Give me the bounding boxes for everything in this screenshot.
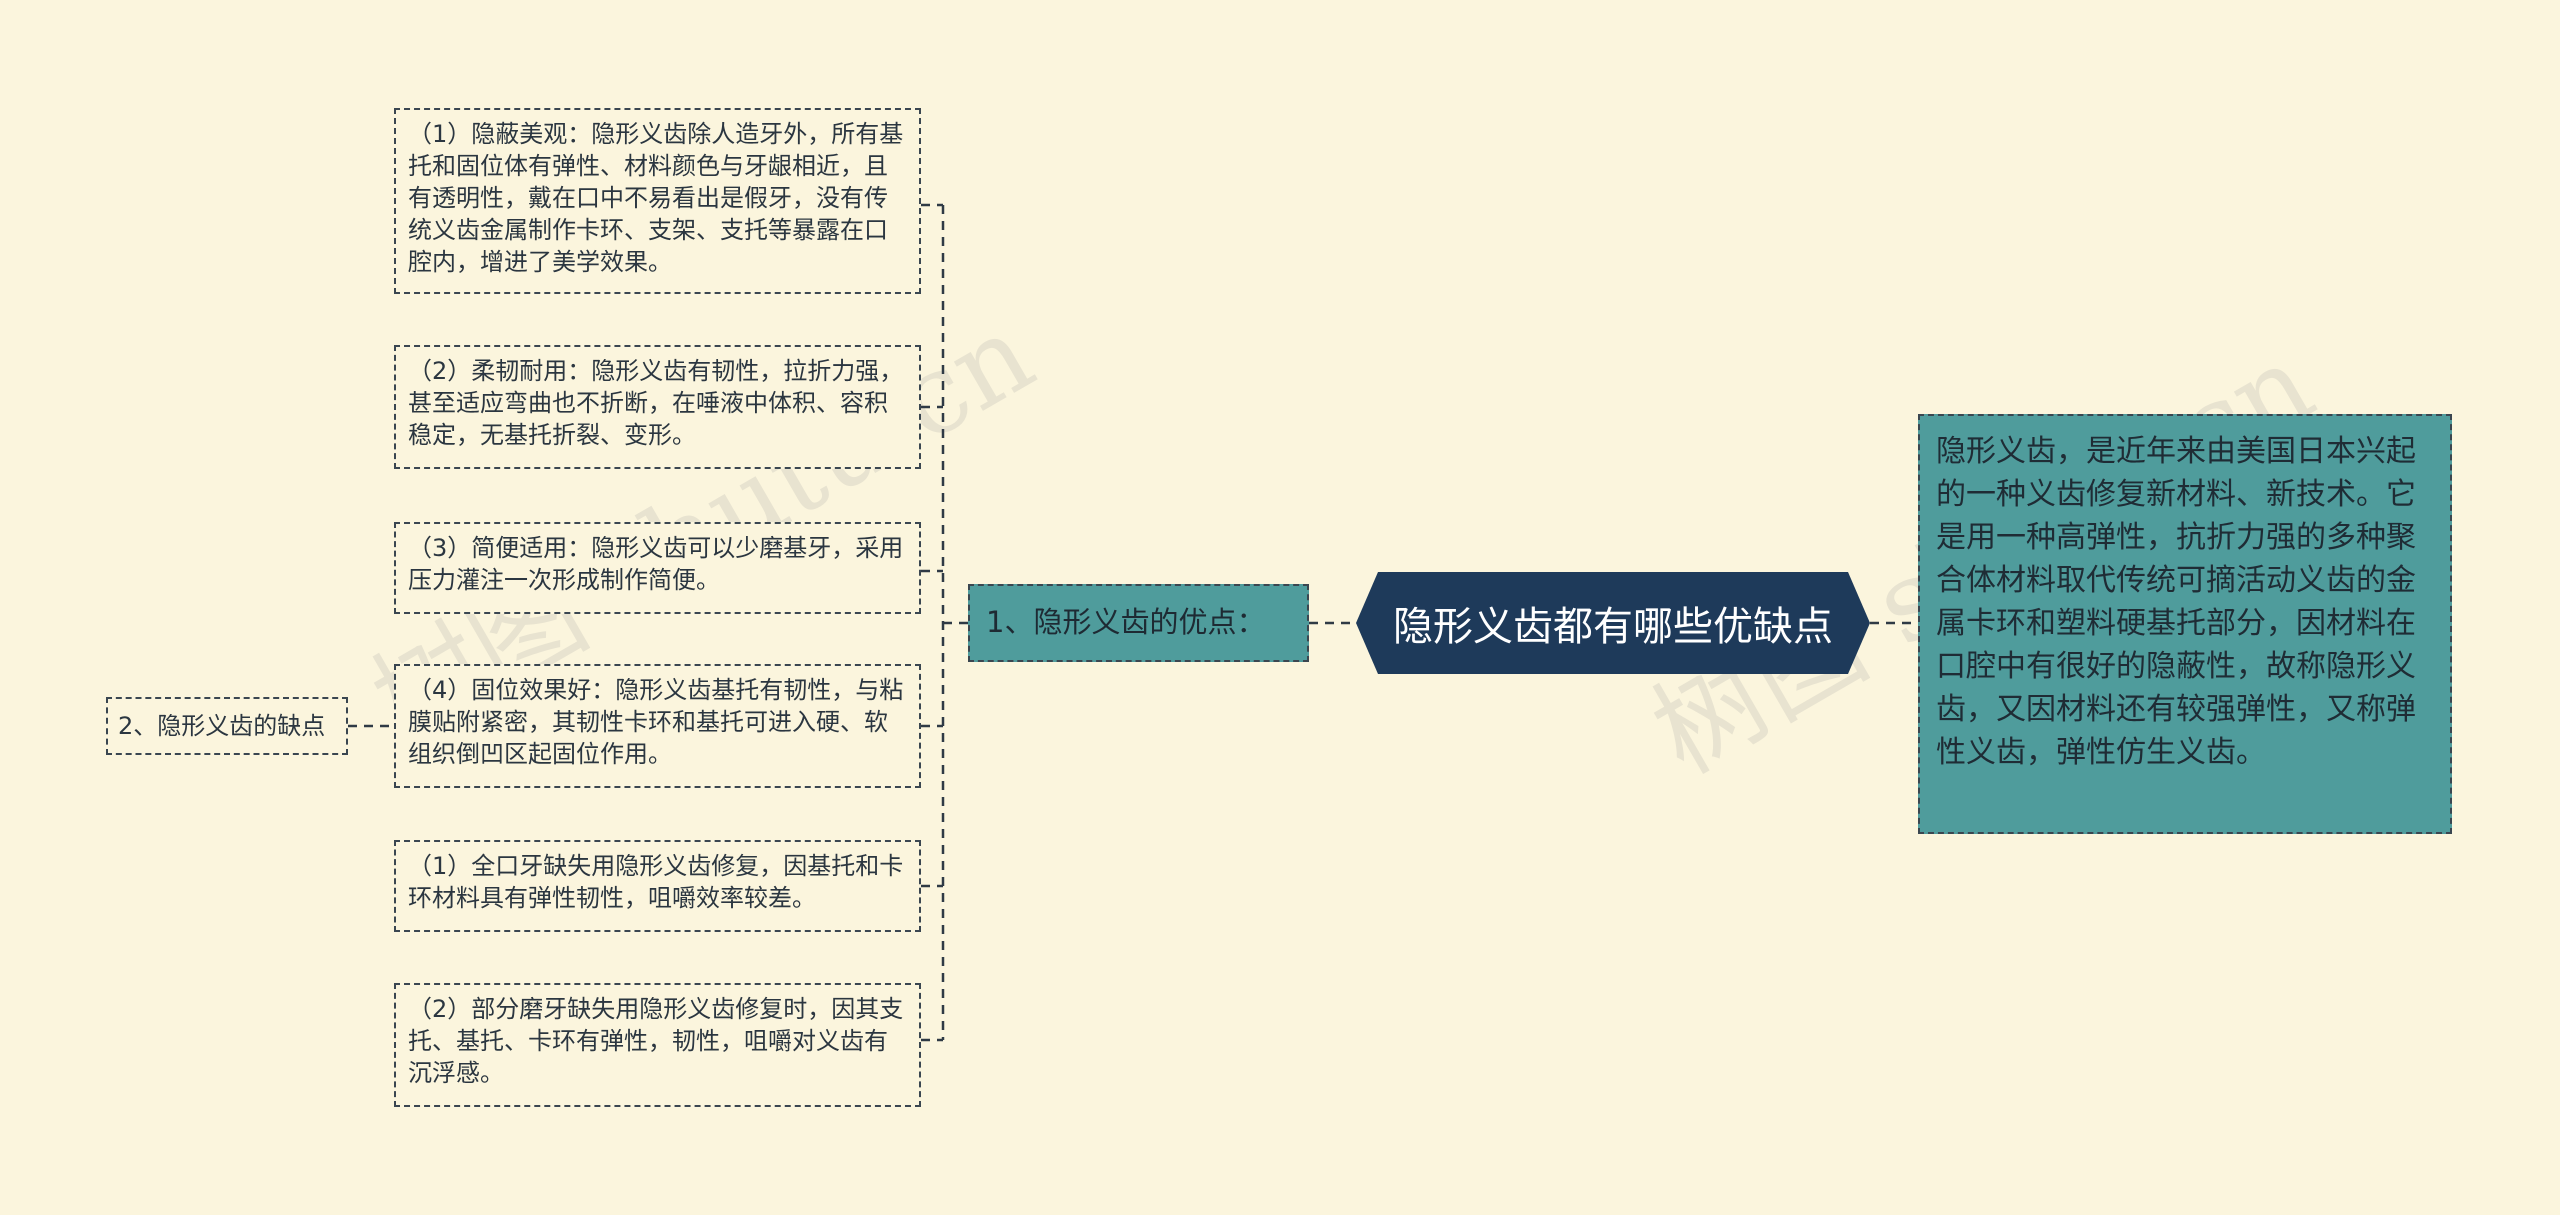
disadvantage-item-1[interactable]: （1）全口牙缺失用隐形义齿修复，因基托和卡环材料具有弹性韧性，咀嚼效率较差。 [394,840,921,932]
root-title: 隐形义齿都有哪些优缺点 [1393,604,1833,650]
advantage-item-1-text: （1）隐蔽美观：隐形义齿除人造牙外，所有基托和固位体有弹性、材料颜色与牙龈相近，… [408,120,904,276]
disadvantages-label: 2、隐形义齿的缺点 [118,712,326,740]
advantage-item-1[interactable]: （1）隐蔽美观：隐形义齿除人造牙外，所有基托和固位体有弹性、材料颜色与牙龈相近，… [394,108,921,294]
advantage-item-2-text: （2）柔韧耐用：隐形义齿有韧性，拉折力强，甚至适应弯曲也不折断，在唾液中体积、容… [408,357,904,449]
advantage-item-3-text: （3）简便适用：隐形义齿可以少磨基牙，采用压力灌注一次形成制作简便。 [408,534,904,594]
root-node-shape [1356,572,1870,674]
definition-node[interactable]: 隐形义齿，是近年来由美国日本兴起的一种义齿修复新材料、新技术。它是用一种高弹性，… [1918,414,2452,834]
advantage-item-2[interactable]: （2）柔韧耐用：隐形义齿有韧性，拉折力强，甚至适应弯曲也不折断，在唾液中体积、容… [394,345,921,469]
disadvantage-item-2-text: （2）部分磨牙缺失用隐形义齿修复时，因其支托、基托、卡环有弹性，韧性，咀嚼对义齿… [408,995,904,1087]
root-node[interactable]: 隐形义齿都有哪些优缺点 [1356,572,1870,674]
advantage-item-3[interactable]: （3）简便适用：隐形义齿可以少磨基牙，采用压力灌注一次形成制作简便。 [394,522,921,614]
disadvantage-item-1-text: （1）全口牙缺失用隐形义齿修复，因基托和卡环材料具有弹性韧性，咀嚼效率较差。 [408,852,904,912]
disadvantage-item-2[interactable]: （2）部分磨牙缺失用隐形义齿修复时，因其支托、基托、卡环有弹性，韧性，咀嚼对义齿… [394,983,921,1107]
definition-text: 隐形义齿，是近年来由美国日本兴起的一种义齿修复新材料、新技术。它是用一种高弹性，… [1936,434,2416,770]
advantage-item-4[interactable]: （4）固位效果好：隐形义齿基托有韧性，与粘膜贴附紧密，其韧性卡环和基托可进入硬、… [394,664,921,788]
advantage-item-4-text: （4）固位效果好：隐形义齿基托有韧性，与粘膜贴附紧密，其韧性卡环和基托可进入硬、… [408,676,904,768]
advantages-label: 1、隐形义齿的优点： [986,605,1266,640]
disadvantages-label-node[interactable]: 2、隐形义齿的缺点 [106,697,348,755]
advantages-branch[interactable]: 1、隐形义齿的优点： [968,584,1309,662]
